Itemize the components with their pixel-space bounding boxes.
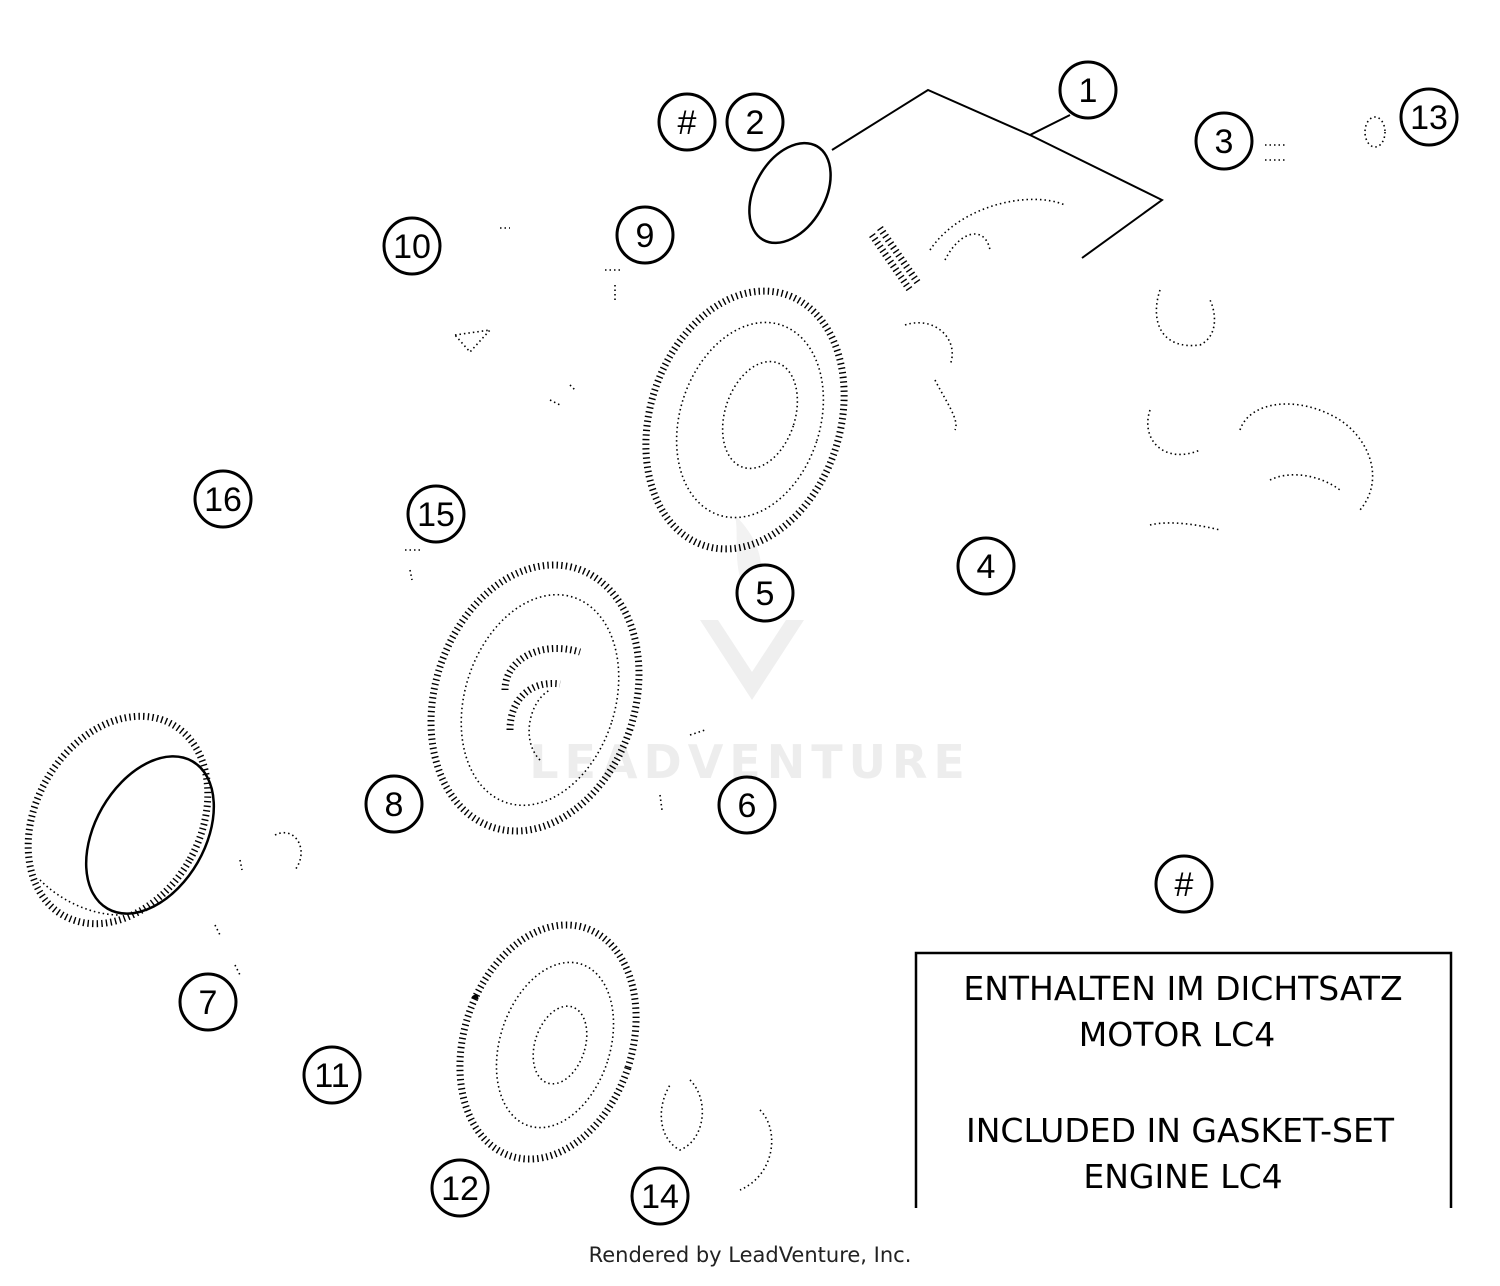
callout-16: 16 [193, 469, 253, 529]
callout-12: 12 [430, 1158, 490, 1218]
callouts: 1 # 2 3 13 10 9 16 15 5 4 8 6 7 11 12 14… [178, 60, 1459, 1226]
callout-15: 15 [406, 484, 466, 544]
part-loose-2 [214, 859, 243, 976]
callout-8: 8 [364, 774, 424, 834]
svg-text:2: 2 [746, 104, 765, 142]
svg-text:1: 1 [1079, 72, 1098, 110]
svg-text:16: 16 [204, 481, 242, 519]
svg-text:7: 7 [199, 984, 218, 1022]
watermark: LEADVENTURE [529, 515, 965, 789]
part-15-pin [405, 549, 420, 581]
callout-2: 2 [725, 92, 785, 152]
callout-7: 7 [178, 972, 238, 1032]
small-parts [214, 116, 1386, 976]
watermark-logo [700, 620, 804, 700]
callout-9: 9 [615, 205, 675, 265]
note-line-1: ENTHALTEN IM DICHTSATZ [963, 969, 1402, 1008]
part-2-o-ring [748, 141, 832, 245]
note-line-2: MOTOR LC4 [1079, 1015, 1275, 1054]
part-11-washer [274, 832, 302, 871]
part-4-shaft-assembly [869, 198, 1374, 531]
svg-text:9: 9 [636, 217, 655, 255]
callout-14: 14 [630, 1166, 690, 1226]
part-13-nut [1364, 116, 1386, 148]
svg-text:#: # [1175, 866, 1194, 904]
gasket-set-note: ENTHALTEN IM DICHTSATZ MOTOR LC4 INCLUDE… [914, 951, 1453, 1208]
note-line-3: INCLUDED IN GASKET-SET [966, 1111, 1395, 1150]
callout-10: 10 [382, 216, 442, 276]
svg-text:10: 10 [393, 228, 431, 266]
part-8-gear [427, 561, 643, 835]
svg-text:11: 11 [314, 1057, 349, 1095]
svg-text:#: # [678, 104, 697, 142]
part-14-washers [660, 1079, 773, 1191]
callout-3: 3 [1194, 111, 1254, 171]
callout-hash-top: # [657, 92, 717, 152]
part-7-ring-gear [24, 712, 216, 928]
leader-lines [831, 88, 1164, 259]
callout-1: 1 [1058, 60, 1118, 120]
callout-13: 13 [1399, 87, 1459, 147]
leader-line-1b [1029, 134, 1164, 259]
svg-text:6: 6 [738, 787, 757, 825]
callout-5: 5 [735, 563, 795, 623]
part-9-pin [605, 269, 620, 300]
svg-text:4: 4 [977, 548, 996, 586]
part-5-gear [642, 287, 848, 553]
svg-text:5: 5 [756, 575, 775, 613]
callout-hash-bottom: # [1154, 854, 1214, 914]
svg-text:3: 3 [1215, 123, 1234, 161]
footer-credit: Rendered by LeadVenture, Inc. [589, 1243, 912, 1267]
svg-text:12: 12 [441, 1170, 479, 1208]
note-line-4: ENGINE LC4 [1083, 1157, 1282, 1196]
part-3-screw [1265, 144, 1285, 161]
svg-text:15: 15 [417, 496, 455, 534]
svg-text:14: 14 [641, 1178, 679, 1216]
callout-4: 4 [956, 536, 1016, 596]
note-box-border [914, 951, 1453, 1208]
svg-text:8: 8 [385, 786, 404, 824]
callout-11: 11 [302, 1045, 362, 1105]
part-loose-1 [500, 227, 576, 406]
leader-line-1 [831, 88, 1071, 151]
svg-text:13: 13 [1410, 99, 1448, 137]
callout-6: 6 [717, 775, 777, 835]
part-10-washer [453, 328, 493, 354]
part-12-gear [456, 921, 640, 1163]
